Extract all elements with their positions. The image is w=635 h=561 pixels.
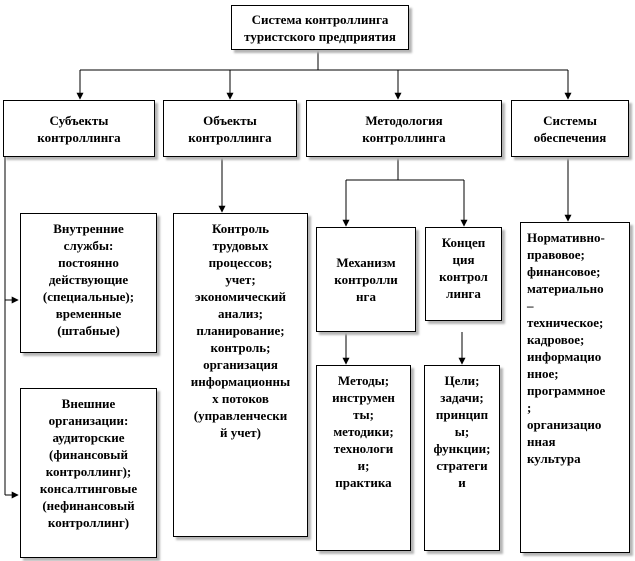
objects-box: Объекты контроллинга: [163, 100, 297, 157]
mechanism-box: Механизм контролли нга: [316, 227, 416, 332]
root-box: Система контроллинга туристского предпри…: [231, 5, 409, 50]
concept-box: Концеп ция контрол линга: [425, 227, 502, 321]
support-detail-box: Нормативно- правовое; финансовое; матери…: [520, 222, 630, 553]
internal-services-box: Внутренние службы: постоянно действующие…: [20, 213, 157, 353]
methods-box: Методы; инструмен ты; методики; технолог…: [316, 365, 411, 551]
subjects-box: Субъекты контроллинга: [3, 100, 155, 157]
goals-box: Цели; задачи; принцип ы; функции; страте…: [424, 365, 500, 551]
external-organizations-box: Внешние организации: аудиторские (финанс…: [20, 388, 157, 558]
methodology-box: Методология контроллинга: [306, 100, 502, 157]
support-box: Системы обеспечения: [511, 100, 629, 157]
objects-detail-box: Контроль трудовых процессов; учет; эконо…: [173, 213, 308, 537]
